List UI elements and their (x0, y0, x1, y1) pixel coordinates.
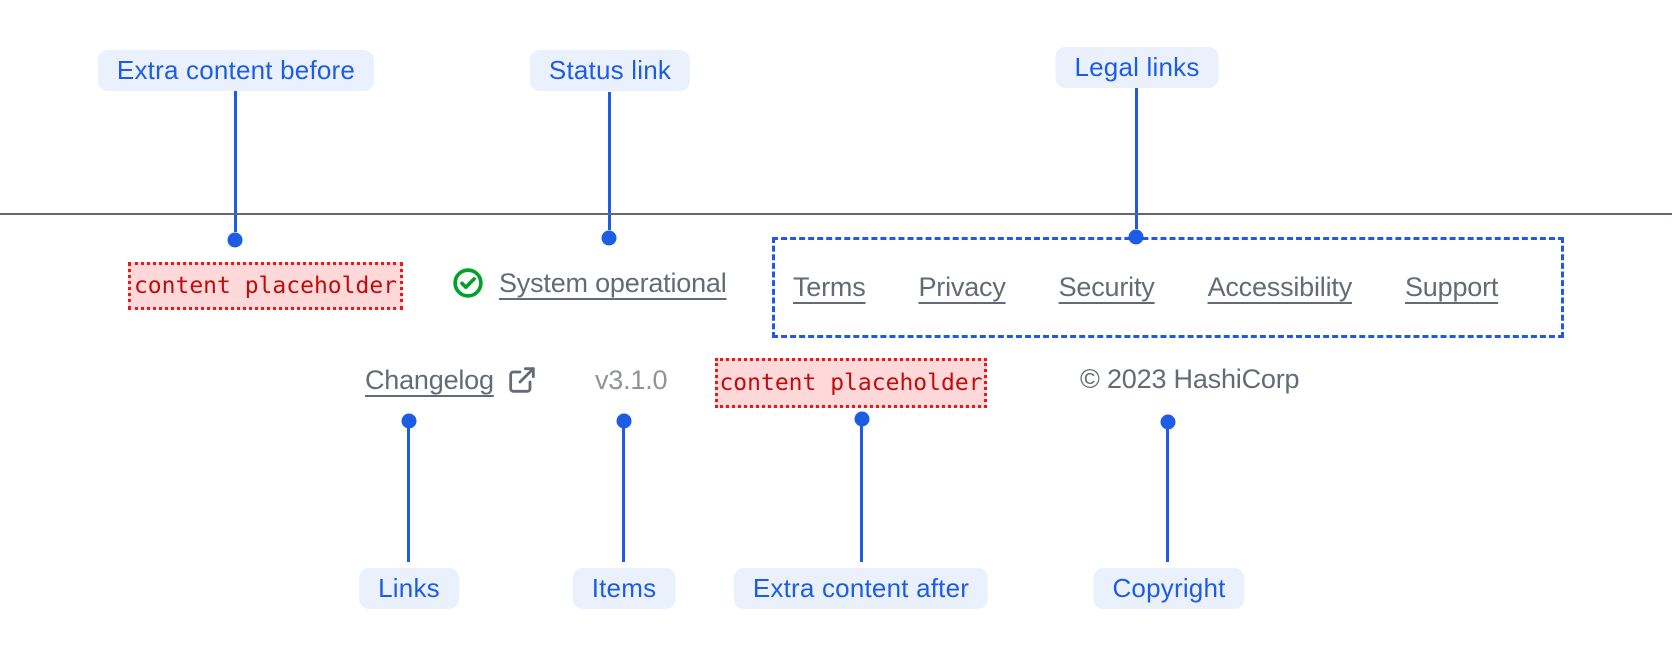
footer-top-divider (0, 213, 1672, 215)
legal-link-privacy[interactable]: Privacy (918, 272, 1006, 302)
callout-line (1135, 88, 1138, 229)
callout-line (1166, 429, 1169, 562)
extra-content-after-placeholder: content placeholder (715, 358, 987, 408)
callout-legal-links: Legal links (1055, 47, 1219, 88)
callout-links: Links (359, 568, 459, 609)
check-circle-icon (451, 266, 485, 300)
external-link-icon (506, 364, 538, 396)
callout-line (860, 426, 863, 562)
callout-line (622, 428, 625, 562)
callout-dot (401, 413, 417, 429)
legal-links-region: Terms Privacy Security Accessibility Sup… (772, 237, 1564, 338)
changelog-link-label: Changelog (365, 364, 494, 395)
callout-extra-content-after: Extra content after (733, 568, 989, 609)
changelog-link[interactable]: Changelog (365, 360, 538, 400)
callout-line (608, 92, 611, 230)
callout-dot (854, 411, 870, 427)
version-text: v3.1.0 (595, 365, 668, 395)
copyright-text: © 2023 HashiCorp (1080, 364, 1300, 394)
callout-line (234, 91, 237, 232)
callout-extra-content-before: Extra content before (97, 50, 375, 91)
callout-items: Items (572, 568, 676, 609)
callout-status-link: Status link (529, 50, 691, 91)
status-link[interactable]: System operational (451, 264, 727, 302)
extra-content-before-placeholder: content placeholder (128, 262, 403, 310)
callout-dot (227, 232, 243, 248)
callout-line (407, 428, 410, 562)
legal-link-terms[interactable]: Terms (793, 272, 866, 302)
callout-copyright: Copyright (1093, 568, 1245, 609)
callout-dot (601, 230, 617, 246)
legal-link-security[interactable]: Security (1058, 272, 1155, 302)
callout-dot (616, 413, 632, 429)
legal-link-support[interactable]: Support (1405, 272, 1499, 302)
status-link-label: System operational (499, 267, 727, 298)
legal-link-accessibility[interactable]: Accessibility (1207, 272, 1353, 302)
callout-dot (1160, 414, 1176, 430)
